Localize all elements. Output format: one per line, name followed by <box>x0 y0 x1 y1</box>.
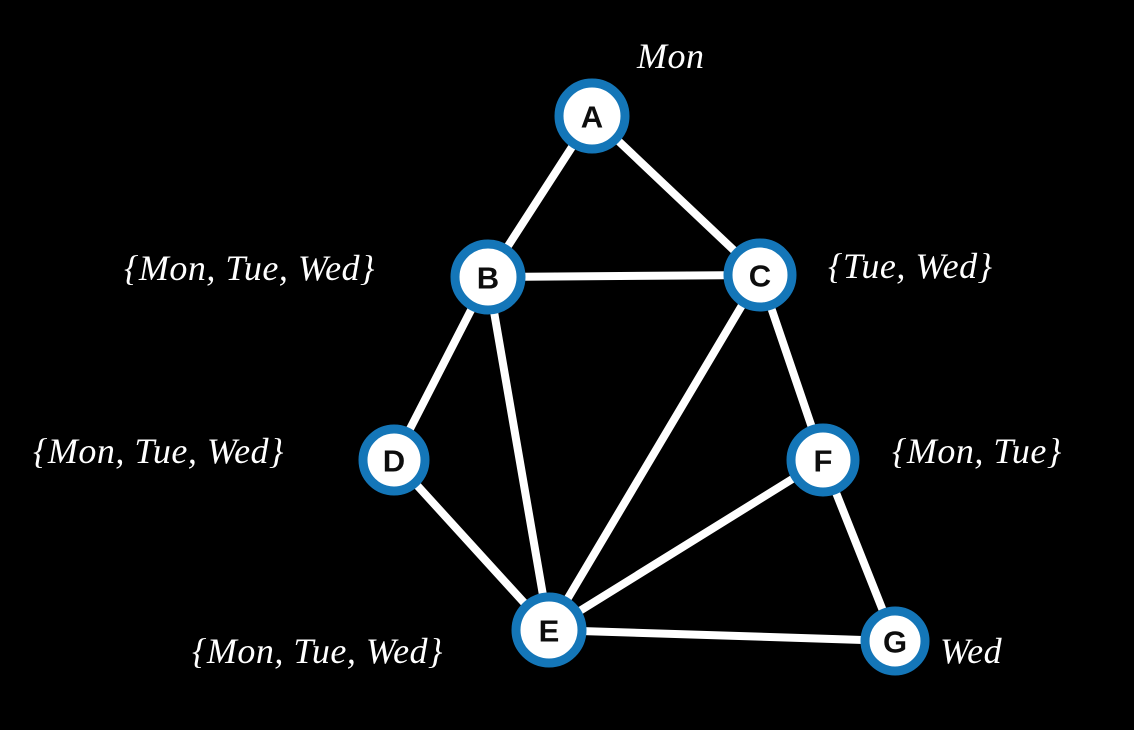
domain-label-a: Mon <box>637 36 705 76</box>
nodes-group: A B C D E F G <box>358 78 930 676</box>
node-circle-e[interactable] <box>511 592 587 668</box>
domain-label-c: {Tue, Wed} <box>828 246 993 286</box>
node-label-d: D <box>383 444 405 479</box>
node-circle-d[interactable] <box>358 424 430 496</box>
node-label-g: G <box>883 625 907 660</box>
edge-a-c <box>588 112 764 279</box>
domain-label-g: Wed <box>940 631 1003 671</box>
node-b[interactable]: B <box>450 239 526 315</box>
node-circle-g[interactable] <box>860 606 930 676</box>
node-circle-a[interactable] <box>554 78 630 154</box>
edges-group <box>390 112 899 645</box>
node-label-a: A <box>581 100 603 135</box>
node-label-c: C <box>749 259 771 294</box>
edge-b-e <box>484 273 553 634</box>
node-circle-b[interactable] <box>450 239 526 315</box>
domain-label-e: {Mon, Tue, Wed} <box>192 631 443 671</box>
node-c[interactable]: C <box>723 238 797 312</box>
edge-c-e <box>545 271 764 634</box>
node-g[interactable]: G <box>860 606 930 676</box>
edge-e-f <box>545 456 827 634</box>
edge-e-g <box>545 626 899 645</box>
node-label-f: F <box>814 444 833 479</box>
edge-b-c <box>484 271 764 281</box>
domain-label-b: {Mon, Tue, Wed} <box>124 248 375 288</box>
domain-label-d: {Mon, Tue, Wed} <box>33 431 284 471</box>
node-label-e: E <box>539 614 560 649</box>
node-f[interactable]: F <box>786 423 860 497</box>
node-a[interactable]: A <box>554 78 630 154</box>
domain-label-f: {Mon, Tue} <box>892 431 1062 471</box>
node-d[interactable]: D <box>358 424 430 496</box>
node-label-b: B <box>477 261 499 296</box>
edge-d-e <box>390 456 553 634</box>
node-circle-c[interactable] <box>723 238 797 312</box>
node-e[interactable]: E <box>511 592 587 668</box>
node-circle-f[interactable] <box>786 423 860 497</box>
